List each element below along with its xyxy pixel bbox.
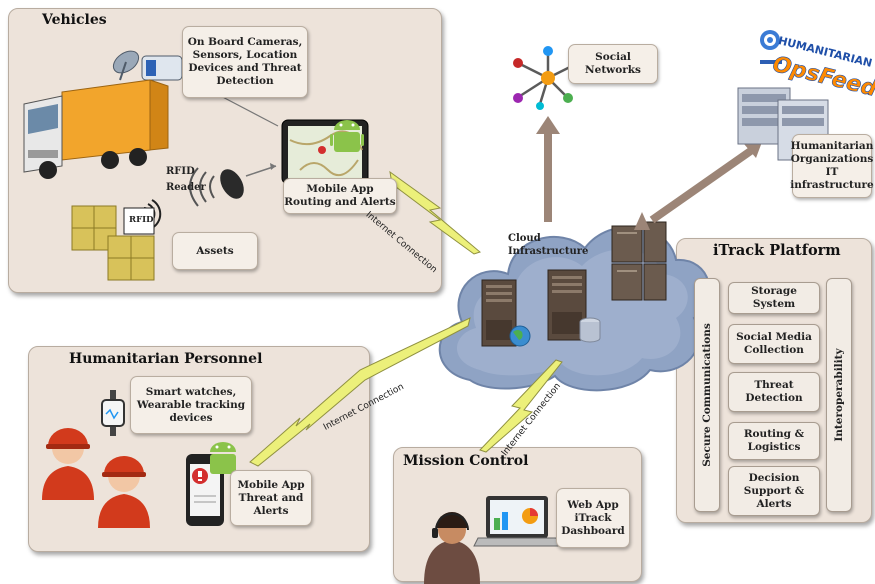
laptop-dashboard-icon	[473, 496, 561, 547]
humanitarian-it-note: Humanitarian Organizations IT infrastruc…	[790, 134, 874, 198]
worker-helmet-icon	[42, 428, 150, 528]
mobile-threat-note: Mobile App Threat and Alerts	[230, 470, 312, 526]
cloud-infrastructure-label: Cloud Infrastructure	[508, 233, 589, 257]
webapp-note: Web App iTrack Dashboard	[556, 488, 630, 548]
interoperability-bar: Interoperability	[826, 278, 852, 512]
rfid-reader-icon	[189, 163, 277, 207]
database-icon	[579, 317, 601, 343]
smartwatch-icon	[101, 390, 125, 436]
itrack-title: iTrack Platform	[713, 242, 841, 259]
truck-icon	[23, 79, 169, 179]
globe-icon	[509, 325, 531, 347]
lightning-icon	[249, 170, 563, 467]
vehicles-title: Vehicles	[42, 12, 107, 28]
operator-headset-icon	[424, 512, 480, 584]
assets-note: Assets	[172, 232, 258, 270]
cloud-to-social-arrow	[536, 116, 560, 222]
cameras-note: On Board Cameras, Sensors, Location Devi…	[182, 26, 308, 98]
module-social-media-collection: Social Media Collection	[728, 324, 820, 364]
opsfeed-logo	[760, 30, 782, 64]
module-storage-system: Storage System	[728, 282, 820, 314]
cloud-to-it-arrow	[634, 142, 762, 230]
module-routing-logistics: Routing & Logistics	[728, 422, 820, 460]
secure-communications-label: Secure Communications	[701, 323, 713, 467]
module-threat-detection: Threat Detection	[728, 372, 820, 412]
rfid-reader-label: RFID Reader	[166, 166, 206, 193]
android-icon	[210, 442, 236, 474]
rfid-tag-label: RFID	[129, 215, 154, 225]
mobile-routing-note: Mobile App Routing and Alerts	[283, 178, 397, 214]
server-rack-icon	[737, 87, 829, 161]
tablet-map-icon	[281, 119, 369, 185]
smartwatch-note: Smart watches, Wearable tracking devices	[130, 376, 252, 434]
module-decision-support: Decision Support & Alerts	[728, 466, 820, 516]
rfid-crate-icon	[71, 199, 162, 281]
personnel-title: Humanitarian Personnel	[69, 351, 263, 367]
android-icon	[330, 120, 364, 152]
secure-communications-bar: Secure Communications	[694, 278, 720, 512]
mission-title: Mission Control	[403, 453, 529, 469]
interoperability-label: Interoperability	[833, 348, 845, 442]
social-networks-note: Social Networks	[568, 44, 658, 84]
